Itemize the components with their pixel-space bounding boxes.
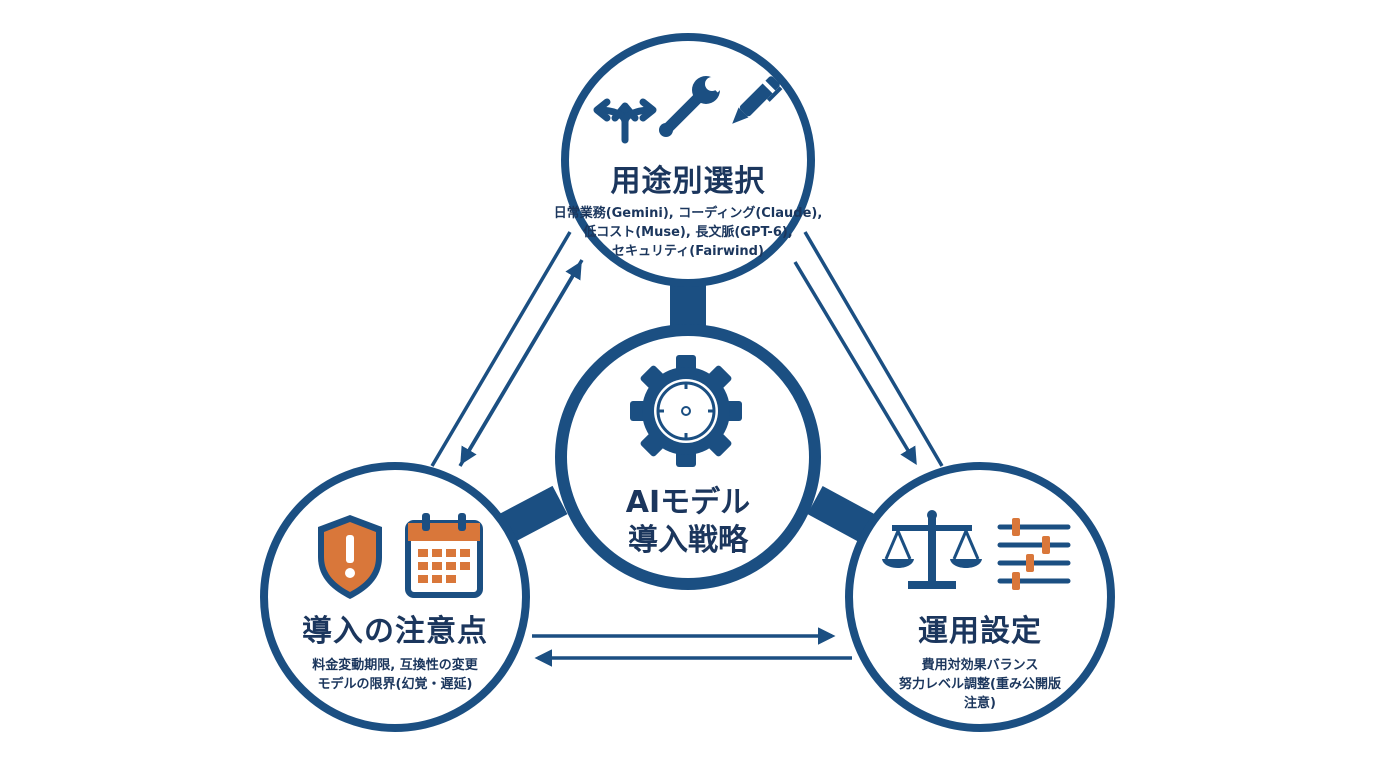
center-text: AIモデル 導入戦略 [588,484,788,560]
arrow-left-to-top [430,231,572,467]
node-top-text: 用途別選択 日常業務(Gemini), コーディング(Claude), 低コスト… [540,156,836,261]
node-right-desc-line3: 注意) [964,696,996,711]
center-title-line1: AIモデル [625,485,751,520]
node-right-circle [845,462,1115,732]
node-left-desc-line1: 料金変動期限, 互換性の変更 [312,658,478,673]
node-right-text: 運用設定 費用対効果バランス 努力レベル調整(重み公開版 注意) [860,606,1100,713]
arrow-top-to-right-head [793,261,917,466]
pen-icon [732,76,783,124]
node-right-desc-line2: 努力レベル調整(重み公開版 [899,677,1061,692]
node-left-title: 導入の注意点 [302,614,488,649]
arrow-left-to-top-head [458,260,582,467]
cycle-arrows [430,231,944,667]
arrow-top-to-right [803,231,944,467]
node-right-title: 運用設定 [918,614,1042,649]
node-left-desc-line2: モデルの限界(幻覚・遅延) [317,677,473,692]
branching-arrows-icon [593,98,657,144]
warning-shield-icon [318,515,382,599]
sliders-icon [997,518,1071,590]
node-top-desc-line2: 低コスト(Muse), 長文脈(GPT-6), [583,225,793,240]
node-left-text: 導入の注意点 料金変動期限, 互換性の変更 モデルの限界(幻覚・遅延) [275,606,515,694]
node-top-desc-line1: 日常業務(Gemini), コーディング(Claude), [553,206,823,221]
node-top-desc-line3: セキュリティ(Fairwind) [612,244,764,259]
wrench-icon [659,76,725,137]
center-title-line2: 導入戦略 [628,523,748,558]
node-right-desc-line1: 費用対効果バランス [921,658,1039,673]
calendar-icon [405,513,483,598]
node-top-title: 用途別選択 [610,164,766,199]
balance-scale-icon [882,510,982,589]
gear-compass-icon [630,355,742,467]
